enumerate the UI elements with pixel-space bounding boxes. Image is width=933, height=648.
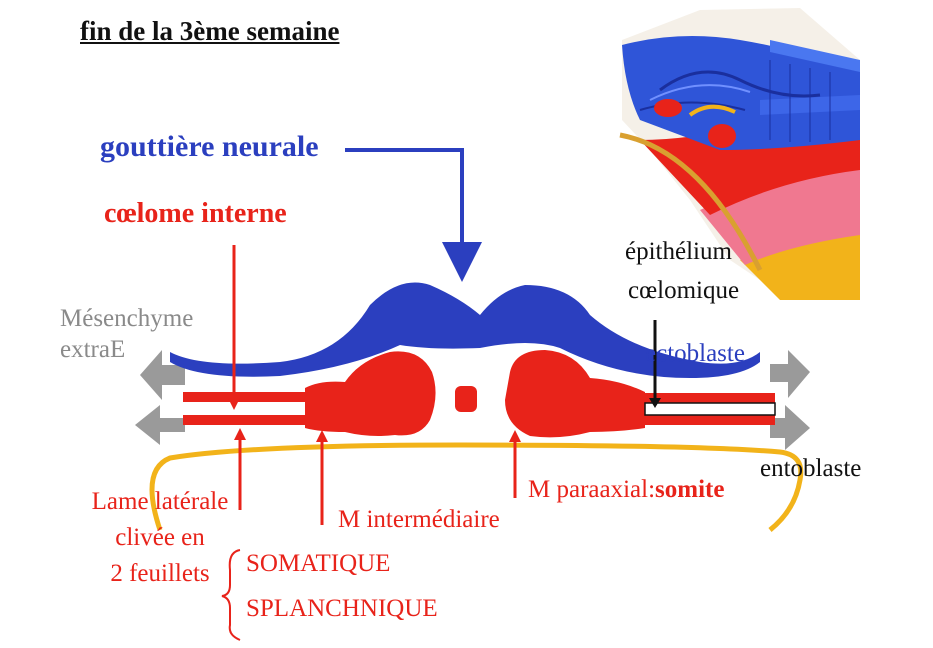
label-somite: somite	[655, 476, 725, 503]
arrow-lame-head	[234, 428, 246, 440]
endoderm-yellow-layer	[149, 442, 804, 532]
mesenchyme-arrows-right	[770, 350, 810, 450]
label-lame-laterale-line2: clivée en	[115, 524, 205, 551]
label-epithelium-line1: épithélium	[625, 238, 732, 265]
brace	[221, 549, 241, 641]
label-lame-laterale-line3: 2 feuillets	[110, 560, 210, 587]
arrow-epithelium-head	[649, 398, 661, 408]
label-splanchnique: SPLANCHNIQUE	[246, 595, 438, 622]
inset-3d-embryo-illustration	[619, 8, 860, 300]
label-m-intermediaire: M intermédiaire	[338, 506, 500, 533]
label-coelome-interne: cœlome interne	[104, 198, 287, 229]
label-m-paraaxial-prefix: M paraaxial:	[528, 476, 656, 503]
ectoderm-blue-layer	[170, 282, 760, 378]
label-mesenchyme-line2: extraE	[60, 336, 126, 363]
arrow-intermediaire-head	[316, 430, 328, 442]
label-mesenchyme-line1: Mésenchyme	[60, 305, 194, 332]
mesoderm-red-layer	[183, 350, 776, 438]
label-entoblaste: entoblaste	[760, 455, 862, 482]
label-somatique: SOMATIQUE	[246, 550, 391, 577]
mesenchyme-arrows-left	[135, 350, 185, 445]
page-title: fin de la 3ème semaine	[80, 16, 340, 46]
label-epithelium-line2: cœlomique	[628, 277, 740, 304]
label-lame-laterale-line1: Lame latérale	[91, 488, 229, 515]
arrow-coelome-head	[228, 398, 240, 410]
label-gouttiere-neurale: gouttière neurale	[100, 130, 319, 163]
arrow-paraaxial-head	[509, 430, 521, 442]
label-m-paraaxial: M paraaxial:somite	[528, 476, 724, 505]
label-ectoblaste: ectoblaste	[645, 340, 745, 367]
arrow-gouttiere	[345, 148, 482, 282]
